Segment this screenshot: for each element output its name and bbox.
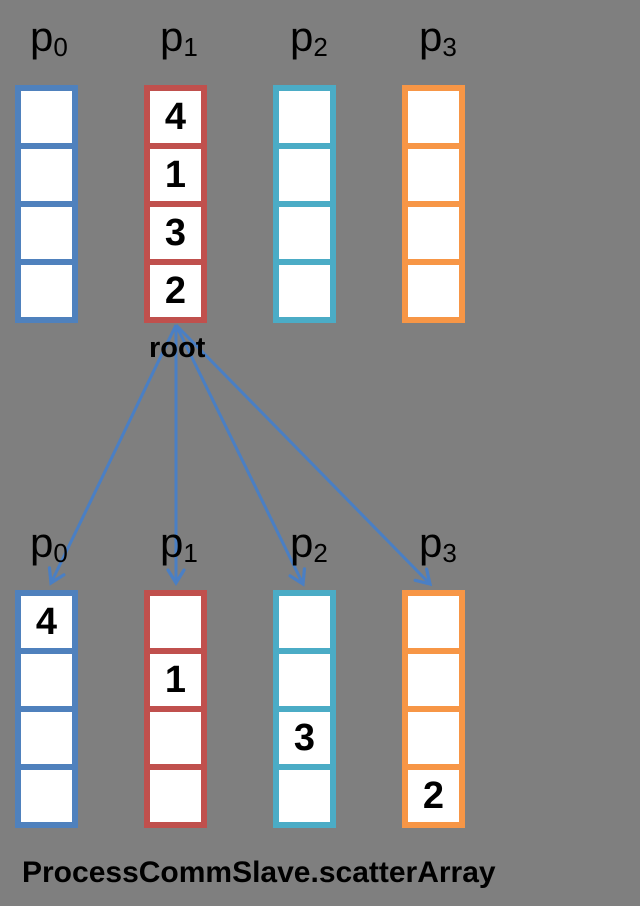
array-cell xyxy=(15,764,78,828)
array-cell xyxy=(15,706,78,770)
array-cell: 4 xyxy=(144,85,207,149)
bottom-label-p1: p1 xyxy=(160,519,198,568)
top-label-p0: p0 xyxy=(30,13,68,62)
process-letter: p xyxy=(290,519,314,566)
bottom-label-p2: p2 xyxy=(290,519,328,568)
array-cell xyxy=(273,764,336,828)
array-cell: 3 xyxy=(144,201,207,265)
array-cell xyxy=(273,590,336,654)
process-letter: p xyxy=(290,13,314,60)
process-letter: p xyxy=(419,13,443,60)
array-cell xyxy=(402,648,465,712)
bottom-array-p2: 3 xyxy=(273,590,336,828)
bottom-array-p1: 1 xyxy=(144,590,207,828)
array-cell xyxy=(402,201,465,265)
top-array-p2 xyxy=(273,85,336,323)
array-cell: 4 xyxy=(15,590,78,654)
process-letter: p xyxy=(419,519,443,566)
process-subscript: 1 xyxy=(183,538,198,568)
process-letter: p xyxy=(160,519,184,566)
array-cell: 2 xyxy=(402,764,465,828)
array-cell xyxy=(273,259,336,323)
root-label: root xyxy=(149,332,206,364)
caption-text: ProcessCommSlave.scatterArray xyxy=(22,856,496,889)
array-cell xyxy=(273,143,336,207)
top-label-p2: p2 xyxy=(290,13,328,62)
array-cell xyxy=(402,143,465,207)
array-cell xyxy=(402,259,465,323)
array-cell xyxy=(273,85,336,149)
process-letter: p xyxy=(30,13,54,60)
array-cell xyxy=(402,706,465,770)
bottom-array-p0: 4 xyxy=(15,590,78,828)
array-cell xyxy=(15,85,78,149)
array-cell xyxy=(15,648,78,712)
array-cell xyxy=(144,764,207,828)
process-subscript: 1 xyxy=(183,32,198,62)
array-cell xyxy=(15,201,78,265)
process-subscript: 3 xyxy=(442,538,457,568)
top-label-p1: p1 xyxy=(160,13,198,62)
process-subscript: 0 xyxy=(53,32,68,62)
array-cell xyxy=(273,648,336,712)
array-cell xyxy=(15,259,78,323)
array-cell: 1 xyxy=(144,143,207,207)
process-subscript: 2 xyxy=(313,32,328,62)
array-cell xyxy=(144,706,207,770)
process-subscript: 2 xyxy=(313,538,328,568)
process-subscript: 0 xyxy=(53,538,68,568)
array-cell: 1 xyxy=(144,648,207,712)
array-cell xyxy=(273,201,336,265)
array-cell: 2 xyxy=(144,259,207,323)
process-letter: p xyxy=(30,519,54,566)
top-array-p1-root: 4 1 3 2 xyxy=(144,85,207,323)
bottom-array-p3: 2 xyxy=(402,590,465,828)
array-cell: 3 xyxy=(273,706,336,770)
bottom-label-p0: p0 xyxy=(30,519,68,568)
top-label-p3: p3 xyxy=(419,13,457,62)
top-array-p0 xyxy=(15,85,78,323)
array-cell xyxy=(15,143,78,207)
process-letter: p xyxy=(160,13,184,60)
array-cell xyxy=(144,590,207,654)
top-array-p3 xyxy=(402,85,465,323)
process-subscript: 3 xyxy=(442,32,457,62)
array-cell xyxy=(402,85,465,149)
bottom-label-p3: p3 xyxy=(419,519,457,568)
array-cell xyxy=(402,590,465,654)
